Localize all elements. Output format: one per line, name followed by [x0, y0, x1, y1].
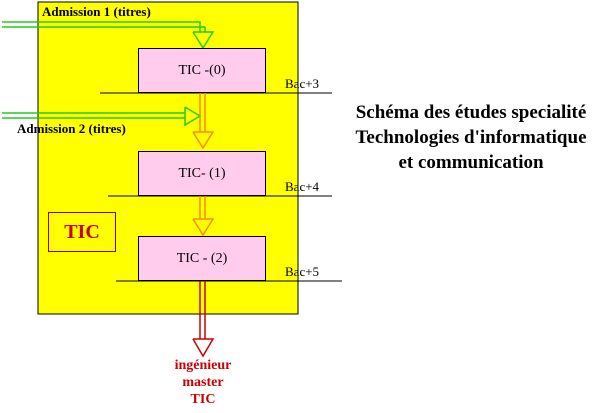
outcome-line-2: master — [182, 375, 224, 390]
outcome-line-1: ingénieur — [174, 358, 232, 373]
admission-2-label: Admission 2 (titres) — [17, 121, 126, 136]
level-label-bac3: Bac+3 — [285, 76, 320, 91]
title-line-1: Schéma des études specialité — [355, 102, 587, 123]
title-line-3: et communication — [398, 152, 544, 173]
tic-badge: TIC — [48, 212, 116, 252]
exit-arrow — [192, 281, 215, 358]
level-label-bac5: Bac+5 — [285, 264, 320, 279]
stage-box-tic2: TIC - (2) — [138, 236, 266, 281]
title-line-2: Technologies d'informatique — [355, 127, 587, 148]
flow-arrow-0-1 — [192, 93, 215, 150]
level-label-bac4: Bac+4 — [285, 179, 320, 194]
outcome-label: ingénieur master TIC — [158, 357, 248, 408]
diagram-title: Schéma des études specialité Technologie… — [330, 100, 610, 175]
admission-1-arrow — [2, 21, 215, 50]
stage-box-tic0: TIC -(0) — [138, 48, 266, 93]
outcome-line-3: TIC — [190, 392, 216, 407]
stage-box-tic1: TIC- (1) — [138, 151, 266, 196]
flow-arrow-1-2 — [192, 196, 215, 237]
admission-2-arrow — [2, 106, 202, 127]
admission-1-label: Admission 1 (titres) — [42, 4, 151, 19]
